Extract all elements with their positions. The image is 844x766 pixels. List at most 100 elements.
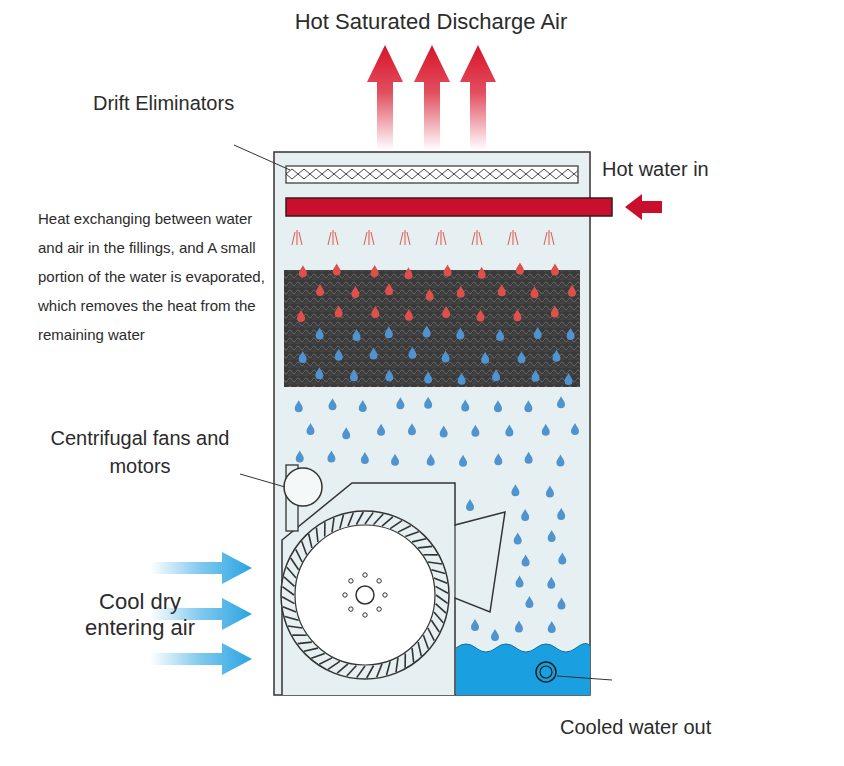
water-drop [377, 424, 385, 436]
drift-eliminator [286, 166, 578, 183]
air-label: Cool dry entering air [60, 589, 220, 641]
water-drop [442, 351, 450, 363]
water-drop [513, 309, 521, 321]
water-drop [350, 369, 358, 381]
water-drop [426, 289, 434, 301]
fan-wheel [281, 511, 449, 679]
fan-blade [436, 604, 447, 614]
fan-blade [287, 567, 296, 578]
spray-mark [400, 230, 410, 245]
water-drop [481, 352, 489, 364]
water-drop [518, 351, 526, 363]
water-drop [505, 424, 513, 436]
water-drop [385, 369, 393, 381]
water-drop [492, 369, 500, 381]
water-drop [514, 533, 522, 545]
fan-blade [418, 546, 432, 548]
water-drop [557, 598, 565, 610]
fan-blade [387, 661, 391, 675]
fan-blade [292, 634, 306, 636]
fan-blade [418, 642, 421, 656]
water-drop [424, 397, 432, 409]
spray-mark [436, 230, 446, 245]
water-drop [565, 373, 573, 385]
fan-blade [340, 515, 344, 529]
water-drop [458, 373, 466, 385]
water-drop [299, 265, 307, 277]
fan-blade [390, 521, 402, 529]
leader-lines [234, 145, 612, 680]
water-drop [316, 284, 324, 296]
inlet-arrow [625, 194, 662, 220]
part-label: Drift Eliminators [93, 91, 293, 116]
fan-blade [431, 620, 439, 632]
water-drop [496, 329, 504, 341]
water-drop [551, 305, 559, 317]
water-drop [442, 306, 450, 318]
fan-blade [423, 554, 437, 556]
water-drop [548, 621, 556, 633]
water-drop [461, 399, 469, 411]
fan-blade [332, 518, 334, 532]
fan-blade [436, 586, 449, 593]
water-drop [558, 552, 566, 564]
water-drop [522, 554, 530, 566]
outlet-pipe-inner [540, 666, 552, 678]
water-drop [494, 400, 502, 412]
fan-blade [304, 648, 318, 651]
hot-water-pipe [286, 198, 612, 216]
water-drop [295, 400, 303, 412]
water-drop [315, 367, 323, 379]
water-drop [515, 621, 523, 633]
fan-blade [298, 642, 312, 644]
water-drop [456, 327, 464, 339]
fan-blade [428, 562, 442, 564]
water-surface [456, 643, 590, 652]
water-drop [557, 508, 565, 520]
fan-blade [374, 514, 384, 525]
fan-blade [405, 532, 418, 537]
water-drop [296, 450, 304, 462]
water-drop [335, 349, 343, 361]
water-drop [327, 451, 335, 463]
fan-blade [356, 512, 363, 525]
water-drop [525, 452, 533, 464]
fan-blade [357, 666, 365, 678]
fan-blade [282, 597, 295, 604]
water-drop [471, 619, 479, 631]
water-drop [342, 427, 350, 439]
hub-hole [377, 607, 381, 611]
water-drop [516, 262, 524, 274]
hub-hole [349, 607, 353, 611]
fan-blade [337, 664, 348, 673]
fill-media [284, 270, 580, 387]
hub-hole [343, 593, 347, 597]
water-drop [333, 263, 341, 275]
spray-marks [292, 230, 554, 245]
fan-blade [404, 653, 406, 667]
fan-blade [365, 512, 373, 524]
water-basin [456, 643, 590, 695]
spray-mark [472, 230, 482, 245]
water-drop [335, 305, 343, 317]
water-drop [471, 425, 479, 437]
water-drop [423, 326, 431, 338]
hub-hole [383, 593, 387, 597]
fan-blade [316, 528, 318, 542]
water-drop [524, 400, 532, 412]
water-drop [427, 454, 435, 466]
water-drop [396, 397, 404, 409]
fan-blade [412, 539, 426, 542]
water-drop [385, 283, 393, 295]
fan-blade [324, 522, 326, 536]
spray-mark [364, 230, 374, 245]
water-drop [532, 370, 540, 382]
fan-blade [348, 513, 353, 526]
fan-blade [296, 549, 302, 562]
water-drop [542, 424, 550, 436]
water-drop [299, 351, 307, 363]
water-drop [306, 423, 314, 435]
water-drop [408, 423, 416, 435]
fan-blade [423, 635, 428, 648]
hub-hole [363, 613, 367, 617]
